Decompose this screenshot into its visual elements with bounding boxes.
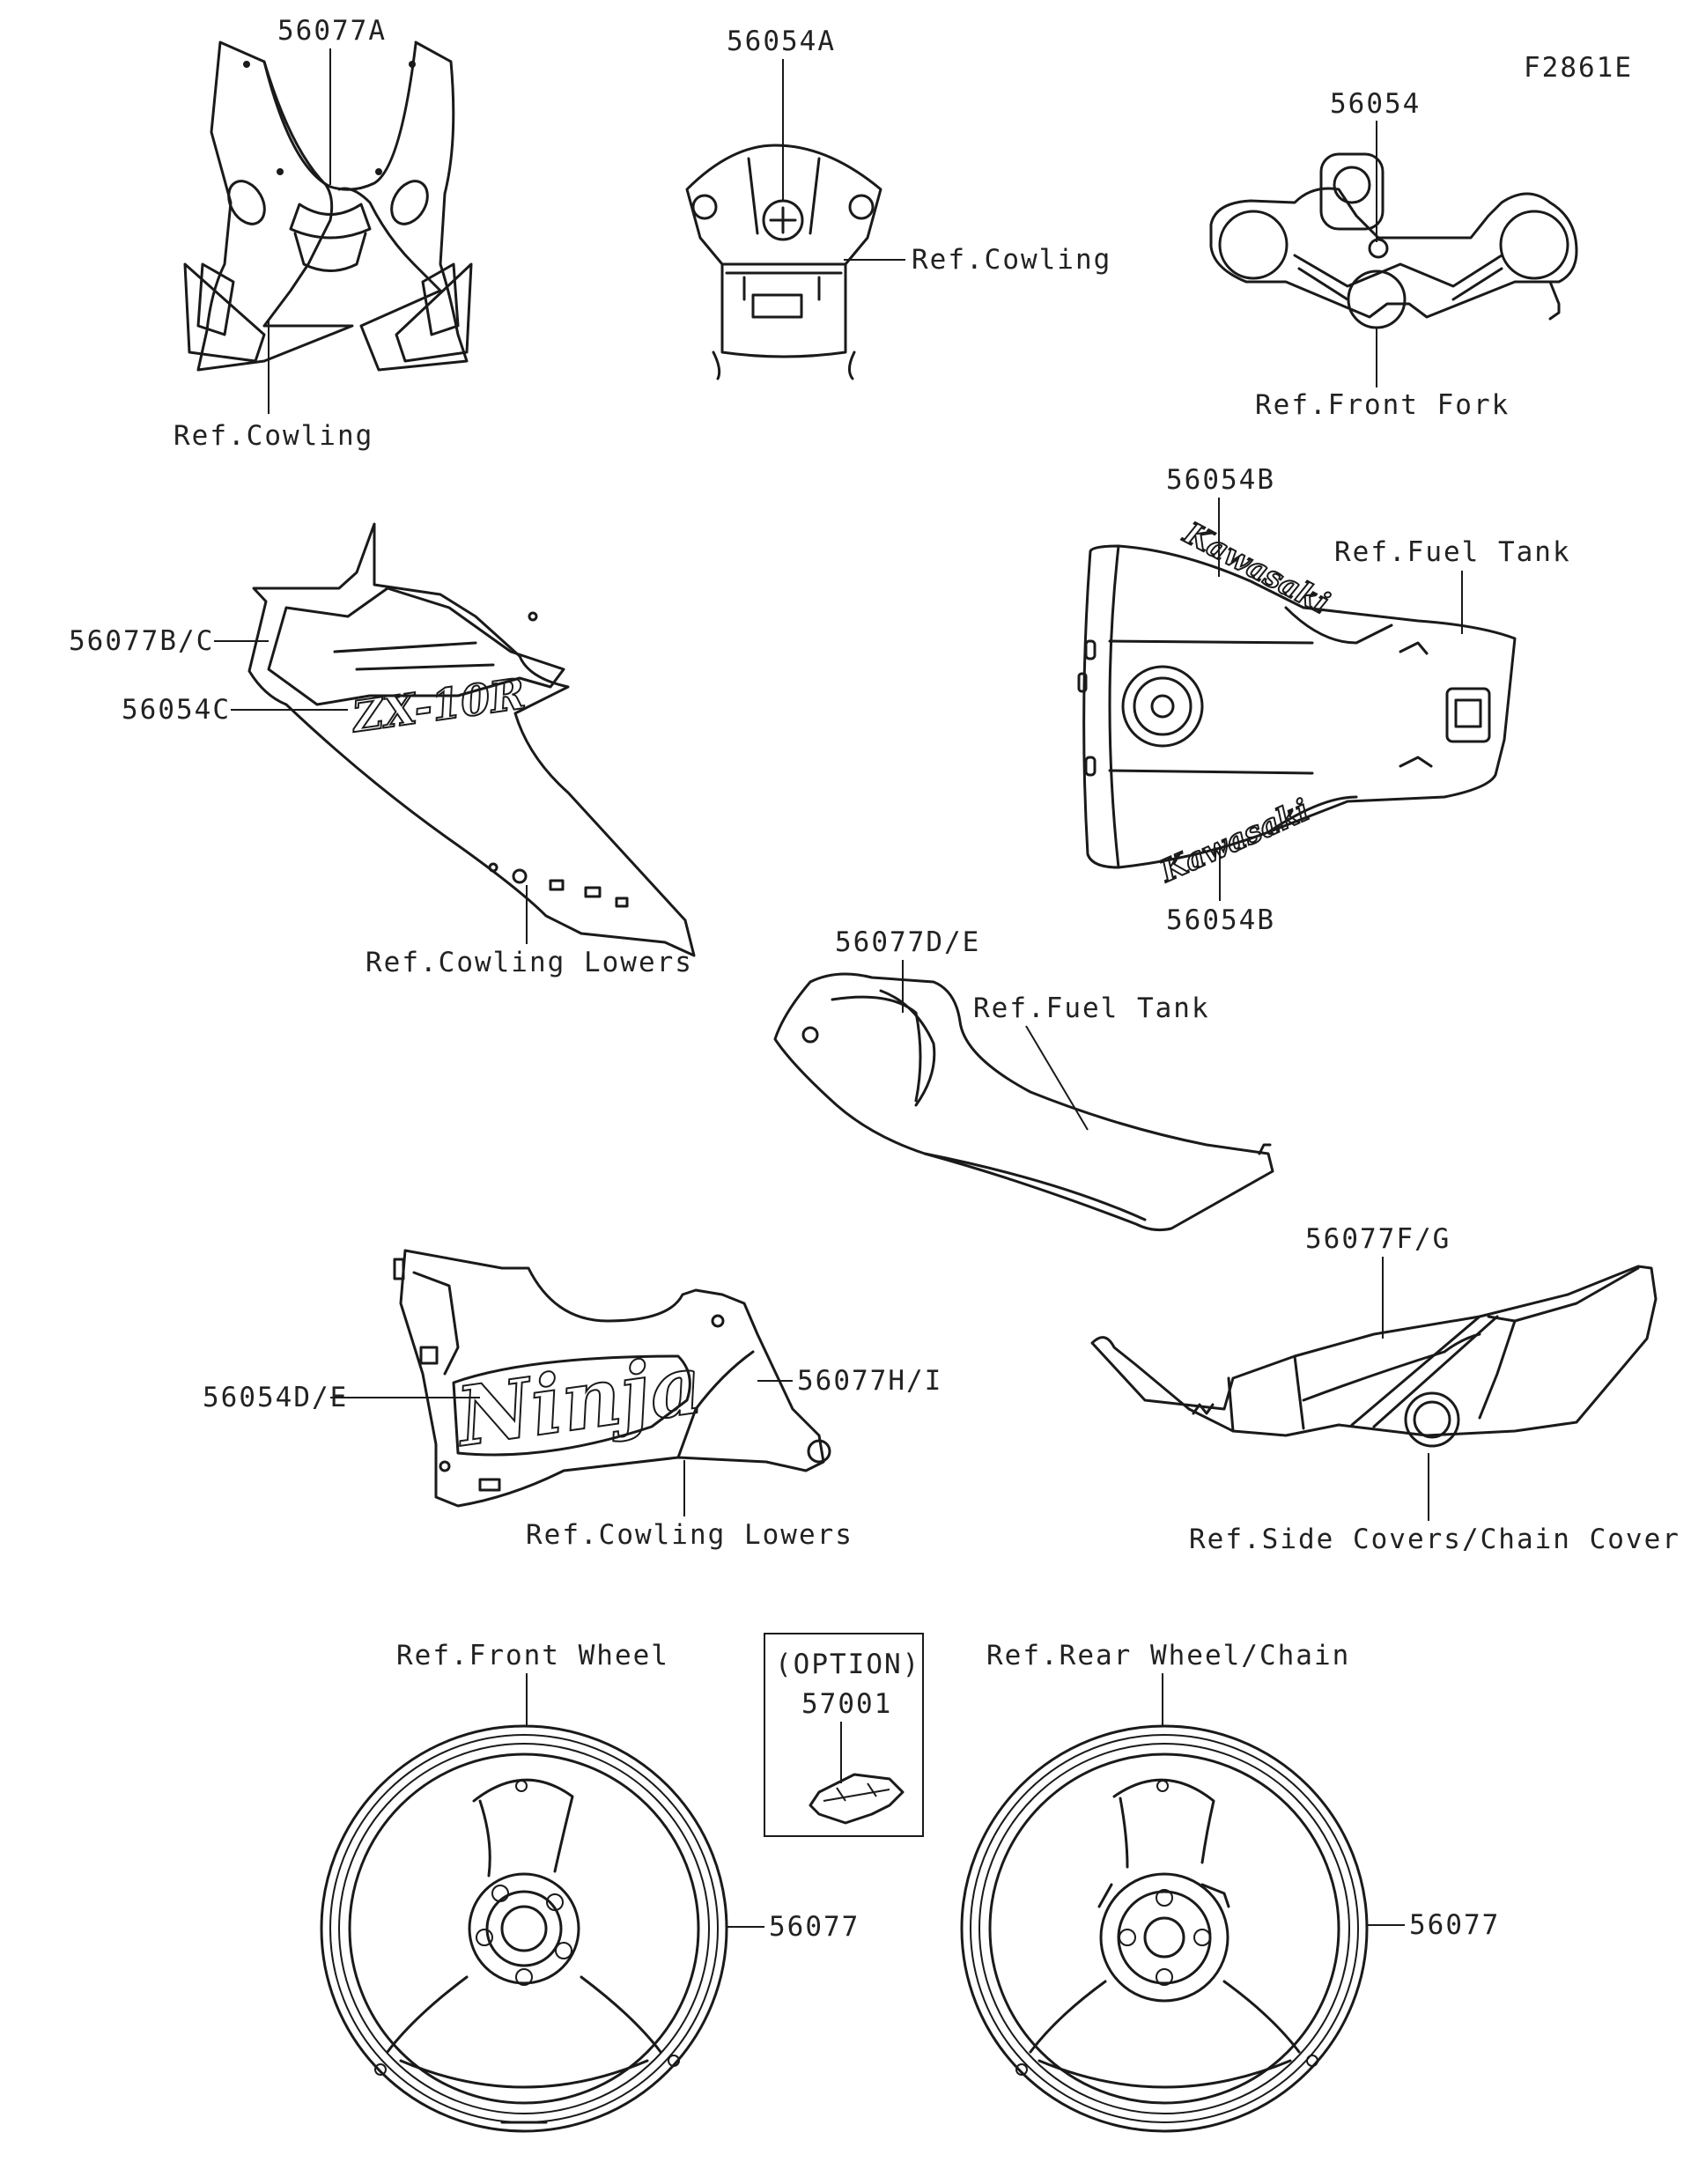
tank-ref-label: Ref.Fuel Tank [1334,536,1571,568]
figure-code: F2861E [1524,52,1633,84]
windscreen-outline-right [337,41,469,372]
front-wheel-group [320,1724,728,2133]
meter-ref-label: Ref.Cowling [912,244,1111,276]
front-wheel-part-label: 56077 [769,1911,860,1943]
side-cowl-group: ZX-10R [247,522,696,957]
rear-wheel-group [960,1724,1369,2133]
tank-side-cover-group [773,972,1274,1232]
tank-logo-bottom: Kawasaki [1155,793,1315,889]
rear-wheel-ref-label: Ref.Rear Wheel/Chain [986,1640,1350,1671]
tankside-part-label: 56077D/E [835,926,980,958]
rear-wheel-part-label: 56077 [1409,1909,1500,1941]
windscreen-group [183,41,473,372]
triple-clamp-group [1209,152,1578,329]
front-wheel-ref-label: Ref.Front Wheel [396,1640,669,1671]
cowl-ref-label: Ref.Cowling Lowers [366,947,693,978]
tank-part-bottom-label: 56054B [1166,904,1275,936]
fuel-tank-group: Kawasaki Kawasaki [1077,514,1517,890]
lower-ref-label: Ref.Cowling Lowers [526,1519,853,1551]
screen-ref-label: Ref.Cowling [174,420,373,452]
tankside-ref-label: Ref.Fuel Tank [973,992,1210,1024]
meter-panel-group [685,144,882,380]
lower-cowl-group: Ninja [393,1249,831,1508]
lower-part-label-1: 56054D/E [203,1382,348,1413]
sidecover-ref-label: Ref.Side Covers/Chain Cover [1189,1524,1680,1555]
cowl-part-label-2: 56054C [122,694,231,726]
lower-part-label-2: 56077H/I [797,1365,942,1397]
option-title-label: (OPTION) [775,1649,920,1680]
cowl-logo: ZX-10R [348,669,528,742]
fork-part-label: 56054 [1330,88,1421,120]
tank-part-top-label: 56054B [1166,464,1275,496]
cowl-part-label-1: 56077B/C [69,625,214,657]
screen-part-label: 56077A [277,15,387,47]
option-part-label: 57001 [801,1688,892,1720]
tank-logo-top: Kawasaki [1178,515,1335,622]
sidecover-part-label: 56077F/G [1305,1223,1451,1255]
side-cover-group [1090,1265,1658,1448]
fork-ref-label: Ref.Front Fork [1255,389,1510,421]
option-box [764,1633,924,1837]
windscreen-outline [196,41,354,372]
meter-part-label: 56054A [727,26,836,57]
